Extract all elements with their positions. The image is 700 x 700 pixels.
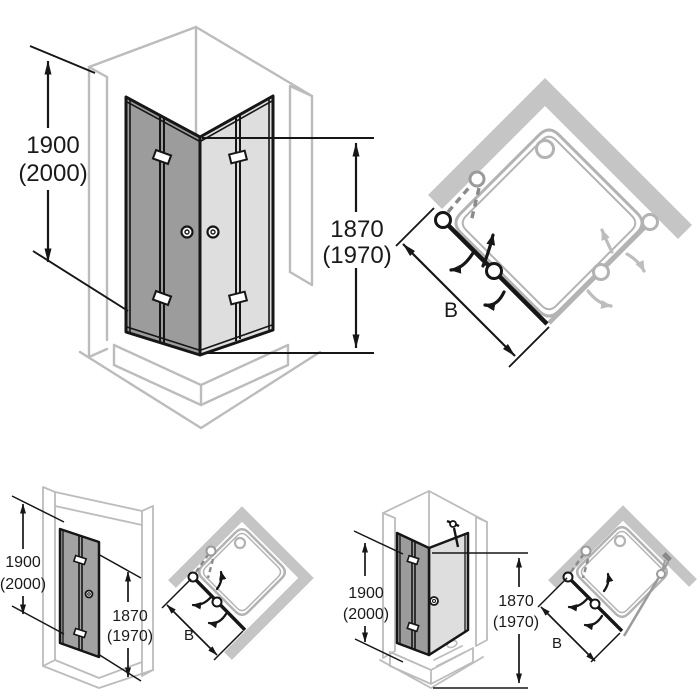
side-panel	[622, 552, 672, 637]
glass-height-dimension: 1870 (1970)	[97, 553, 153, 682]
width-dimension-label: B	[184, 627, 194, 644]
hinge	[227, 149, 249, 165]
door-pivot	[434, 211, 452, 229]
height-dimension: 1900 (2000)	[0, 495, 65, 635]
glass-height-value: 1870	[498, 593, 534, 610]
glass-height-alt: (1970)	[322, 242, 391, 269]
swing-arrow	[207, 612, 228, 629]
folded-door-pivot	[468, 170, 486, 188]
width-dimension-label: B	[552, 635, 562, 652]
swing-arrow	[191, 595, 213, 610]
height-dimension-alt: (2000)	[18, 160, 87, 187]
background-walls	[87, 25, 314, 359]
hinge	[227, 290, 249, 306]
swing-arrow	[602, 572, 614, 593]
bifold-door	[58, 527, 101, 659]
glass-height-dimension: 1870 (1970)	[432, 552, 539, 689]
walls	[548, 505, 697, 588]
height-dimension-value: 1900	[5, 554, 41, 571]
door-knob	[206, 225, 220, 239]
door-knob	[429, 596, 439, 606]
folded-door-pivot	[580, 545, 592, 557]
swing-arrow	[483, 290, 506, 312]
figure-door-side-panel-plan: B	[537, 505, 697, 663]
shower-tray	[454, 128, 644, 318]
side-panel-mirrored-door	[547, 213, 659, 325]
hinge	[151, 289, 173, 307]
door-fold-hinge	[211, 596, 223, 608]
bifold-door-closed	[187, 545, 247, 632]
height-dimension-alt: (2000)	[343, 606, 389, 623]
panel-clamp	[656, 569, 666, 579]
hinge	[72, 627, 88, 639]
drain-icon	[233, 536, 247, 550]
height-dimension: 1900 (2000)	[343, 530, 404, 663]
side-panel	[427, 531, 470, 657]
glass-height-value: 1870	[330, 216, 383, 243]
height-dimension: 1900 (2000)	[18, 45, 129, 312]
support-bracket	[662, 552, 672, 562]
swing-arrow	[567, 597, 589, 612]
folded-door-pivot	[205, 545, 217, 557]
door-fold-hinge	[589, 598, 601, 610]
width-dimension: B	[161, 578, 244, 661]
hinge	[406, 621, 420, 633]
support-bar	[446, 519, 460, 548]
figure-corner-entry-isometric: 1900 (2000) 1870 (1970)	[18, 25, 392, 430]
figure-niche-door-isometric: 1900 (2000) 1870 (1970)	[0, 486, 154, 689]
door-knob	[180, 225, 194, 239]
hinge	[151, 148, 173, 166]
left-bifold-door	[124, 95, 202, 357]
width-dimension: B	[395, 207, 550, 368]
glass-height-value: 1870	[112, 608, 148, 625]
swing-arrow-gray	[600, 228, 614, 254]
bifold-door	[395, 531, 439, 657]
glass-height-dimension: 1870 (1970)	[202, 137, 392, 354]
swing-arrow-gray	[586, 289, 613, 309]
height-dimension-value: 1900	[348, 585, 384, 602]
glass-height-alt: (1970)	[107, 628, 153, 645]
swing-arrow	[215, 570, 227, 591]
width-dimension-label: B	[444, 299, 458, 322]
hinge	[72, 554, 88, 566]
height-dimension-value: 1900	[26, 132, 79, 159]
door-knob	[84, 589, 94, 599]
height-dimension-alt: (2000)	[0, 576, 46, 593]
swing-arrow	[583, 614, 604, 631]
swing-arrow-gray	[625, 252, 646, 273]
walls	[428, 78, 692, 239]
hinge	[406, 554, 420, 566]
figure-niche-door-plan: B	[161, 506, 314, 661]
drain-icon	[535, 139, 555, 159]
background-walls	[382, 490, 488, 659]
shower-tray	[197, 527, 287, 617]
drain-icon	[613, 534, 627, 548]
figure-door-side-panel-isometric: 1900 (2000) 1870 (1970)	[343, 490, 539, 689]
background-walls	[42, 486, 154, 689]
swing-arrow	[449, 251, 475, 274]
door-fold-hinge	[485, 262, 503, 280]
right-bifold-door	[198, 94, 275, 357]
figure-corner-entry-plan: B	[395, 78, 692, 368]
glass-height-alt: (1970)	[493, 614, 539, 631]
width-dimension: B	[537, 577, 621, 663]
